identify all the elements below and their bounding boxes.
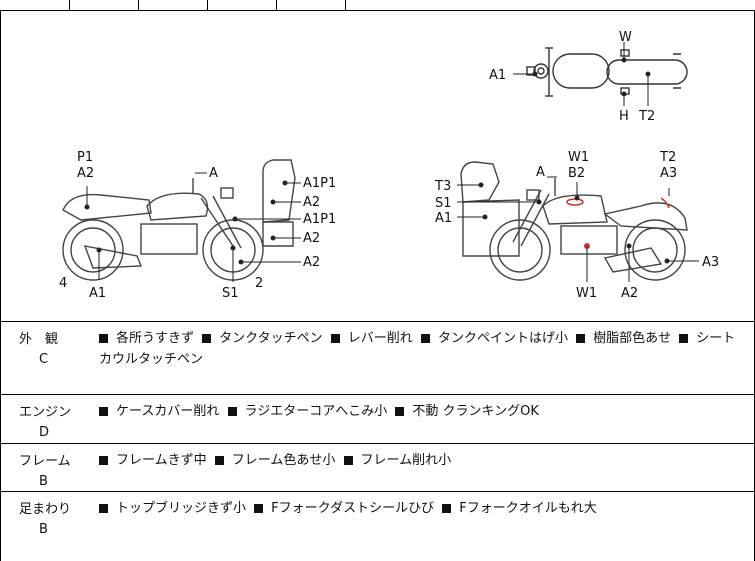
- category-grade: B: [39, 474, 48, 489]
- label-left-a2-top: A2: [77, 166, 94, 181]
- bullet-square-icon: [420, 333, 430, 343]
- label-left-a2-1: A2: [303, 195, 320, 210]
- category-name: フレーム: [19, 454, 71, 469]
- label-left-s1: S1: [222, 286, 239, 301]
- note-item: ラジエターコアへこみ小: [224, 404, 387, 419]
- top-view-motorcycle: [526, 47, 688, 97]
- header-cell: [277, 0, 346, 10]
- label-right-b2: B2: [568, 166, 585, 181]
- category-name: 足まわり: [19, 502, 72, 517]
- bullet-square-icon: [576, 333, 586, 343]
- bullet-square-icon: [679, 333, 689, 343]
- note-item: ケースカバー削れ: [99, 404, 219, 419]
- row-engine: エンジン D ケースカバー削れ ラジエターコアへこみ小 不動 クランキングOK: [0, 395, 755, 444]
- row-suspension: 足まわり B トップブリッジきず小 Fフォークダストシールひび Fフォークオイル…: [0, 492, 755, 561]
- row-frame: フレーム B フレームきず中 フレーム色あせ小 フレーム削れ小: [0, 444, 755, 492]
- bullet-square-icon: [395, 406, 405, 416]
- notes-cell: ケースカバー削れ ラジエターコアへこみ小 不動 クランキングOK: [99, 401, 747, 422]
- label-right-a3-top: A3: [660, 166, 677, 181]
- note-item: トップブリッジきず小: [99, 501, 246, 516]
- label-left-p1: P1: [77, 150, 93, 165]
- label-left-a1p1-1: A1P1: [303, 176, 336, 191]
- label-right-w1-top: W1: [568, 150, 589, 165]
- notes-cell: 各所うすきず タンクタッチペン レバー削れ タンクペイントはげ小 樹脂部色あせ …: [99, 328, 747, 370]
- bullet-square-icon: [442, 503, 452, 513]
- bullet-square-icon: [202, 333, 212, 343]
- header-cell: [70, 0, 139, 10]
- note-item: Fフォークダストシールひび: [250, 501, 434, 516]
- label-top-h: H: [619, 109, 629, 124]
- note-continuation: カウルタッチペン: [99, 352, 204, 367]
- category-name: エンジン: [19, 405, 72, 420]
- damage-diagram: A1 W H T2: [0, 10, 755, 322]
- category-cell: フレーム B: [19, 450, 89, 489]
- note-item: シート: [675, 331, 735, 346]
- label-top-a1: A1: [489, 68, 506, 83]
- note-item: フレームきず中: [99, 453, 207, 468]
- damage-mark-a3: [660, 197, 670, 209]
- category-grade: D: [39, 425, 50, 440]
- category-cell: エンジン D: [19, 401, 89, 440]
- note-item: 各所うすきず: [99, 331, 194, 346]
- top-view-leaders: [513, 42, 651, 106]
- note-item: 不動 クランキングOK: [391, 404, 539, 419]
- row-exterior: 外 観 C 各所うすきず タンクタッチペン レバー削れ タンクペイントはげ小 樹…: [0, 322, 755, 395]
- note-item: タンクタッチペン: [198, 331, 323, 346]
- header-cell: [0, 0, 70, 10]
- bullet-square-icon: [99, 503, 108, 513]
- right-side-leaders: [457, 176, 699, 282]
- label-right-a1: A1: [435, 211, 452, 226]
- label-left-a1p1-2: A1P1: [303, 212, 336, 227]
- label-right-a: A: [536, 165, 545, 180]
- label-left-a: A: [209, 166, 218, 181]
- label-left-a2-3: A2: [303, 255, 320, 270]
- bullet-square-icon: [330, 333, 340, 343]
- note-item: 樹脂部色あせ: [572, 331, 671, 346]
- bullet-square-icon: [99, 406, 108, 416]
- motorcycle-diagram: A1 W H T2: [59, 30, 719, 301]
- label-right-a3: A3: [702, 255, 719, 270]
- label-right-t3: T3: [434, 179, 451, 194]
- label-right-a2: A2: [621, 286, 638, 301]
- note-item: レバー削れ: [327, 331, 413, 346]
- header-cell: [208, 0, 277, 10]
- bullet-square-icon: [99, 333, 108, 343]
- bullet-square-icon: [227, 406, 237, 416]
- note-item: フレーム削れ小: [340, 453, 451, 468]
- category-grade: B: [39, 522, 48, 537]
- left-side-leaders: [84, 172, 301, 282]
- category-grade: C: [39, 352, 49, 367]
- bullet-square-icon: [254, 503, 264, 513]
- label-right-s1: S1: [435, 196, 452, 211]
- header-table-strip: [0, 0, 755, 11]
- bullet-square-icon: [99, 455, 108, 465]
- bullet-square-icon: [214, 455, 224, 465]
- category-cell: 外 観 C: [19, 328, 89, 367]
- label-top-t2: T2: [638, 109, 655, 124]
- label-left-a1: A1: [89, 286, 106, 301]
- note-item: フレーム色あせ小: [211, 453, 335, 468]
- damage-mark-b2: [566, 198, 584, 206]
- note-item: Fフォークオイルもれ大: [438, 501, 597, 516]
- label-left-4: 4: [59, 276, 67, 291]
- label-left-2: 2: [255, 276, 263, 291]
- category-cell: 足まわり B: [19, 498, 89, 537]
- label-right-t2: T2: [659, 150, 676, 165]
- notes-cell: トップブリッジきず小 Fフォークダストシールひび Fフォークオイルもれ大: [99, 498, 747, 519]
- header-cell: [139, 0, 208, 10]
- bullet-square-icon: [343, 455, 353, 465]
- notes-cell: フレームきず中 フレーム色あせ小 フレーム削れ小: [99, 450, 747, 471]
- category-name: 外 観: [19, 332, 59, 347]
- label-left-a2-2: A2: [303, 231, 320, 246]
- note-item: タンクペイントはげ小: [417, 331, 568, 346]
- label-right-w1: W1: [576, 286, 597, 301]
- label-top-w: W: [619, 30, 632, 45]
